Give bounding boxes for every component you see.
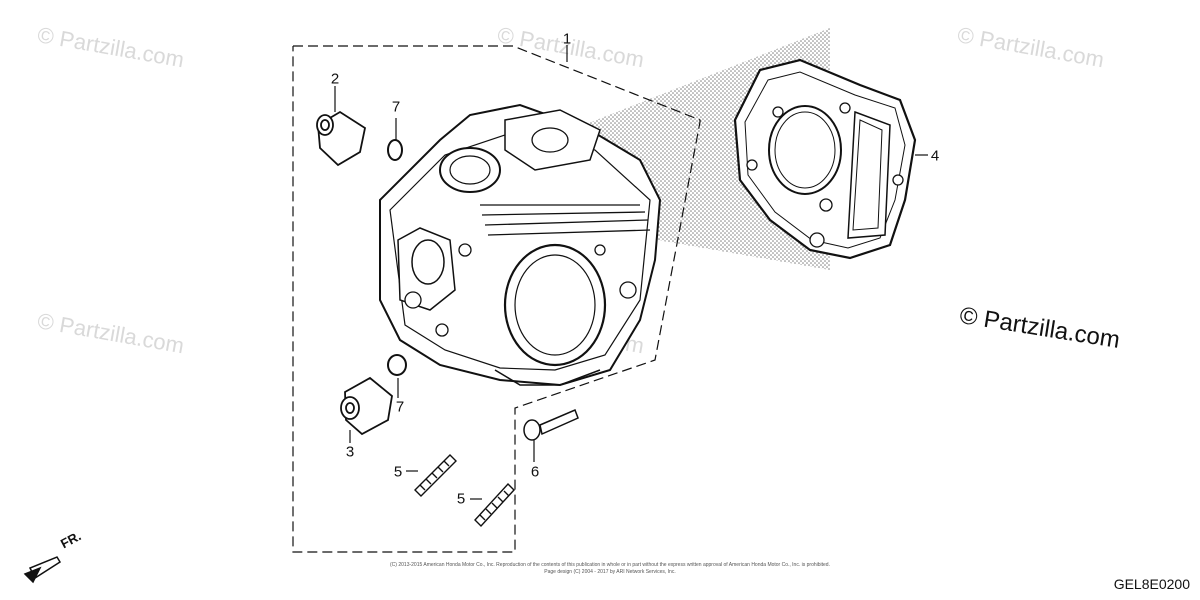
callout-2: 2 [330, 70, 340, 88]
callout-4: 4 [930, 147, 940, 165]
o-ring-lower [387, 354, 407, 376]
flange-bolt [523, 409, 579, 441]
callout-1: 1 [562, 30, 572, 48]
copyright-line-1: (C) 2013-2015 American Honda Motor Co., … [390, 562, 830, 568]
fitting-lower [340, 376, 393, 436]
stud-bolt-b [474, 482, 515, 528]
cylinder-head [379, 103, 662, 387]
callout-7b: 7 [395, 398, 405, 416]
stud-bolt-a [414, 454, 457, 497]
callout-6: 6 [530, 463, 540, 481]
copyright-line-2: Page design (C) 2004 - 2017 by ARI Netwo… [544, 569, 676, 575]
leader-lines [334, 45, 928, 500]
diagram-code: GEL8E0200 [1113, 576, 1190, 592]
fitting-upper [316, 110, 367, 167]
o-ring-upper [387, 139, 403, 161]
callout-5a: 5 [393, 463, 403, 481]
front-arrow-icon [23, 556, 62, 584]
copyright-notice: (C) 2013-2015 American Honda Motor Co., … [340, 562, 880, 576]
callout-3: 3 [345, 443, 355, 461]
callout-5b: 5 [456, 490, 466, 508]
callout-7a: 7 [391, 98, 401, 116]
head-gasket [733, 58, 917, 260]
assembly-frame [292, 45, 701, 553]
